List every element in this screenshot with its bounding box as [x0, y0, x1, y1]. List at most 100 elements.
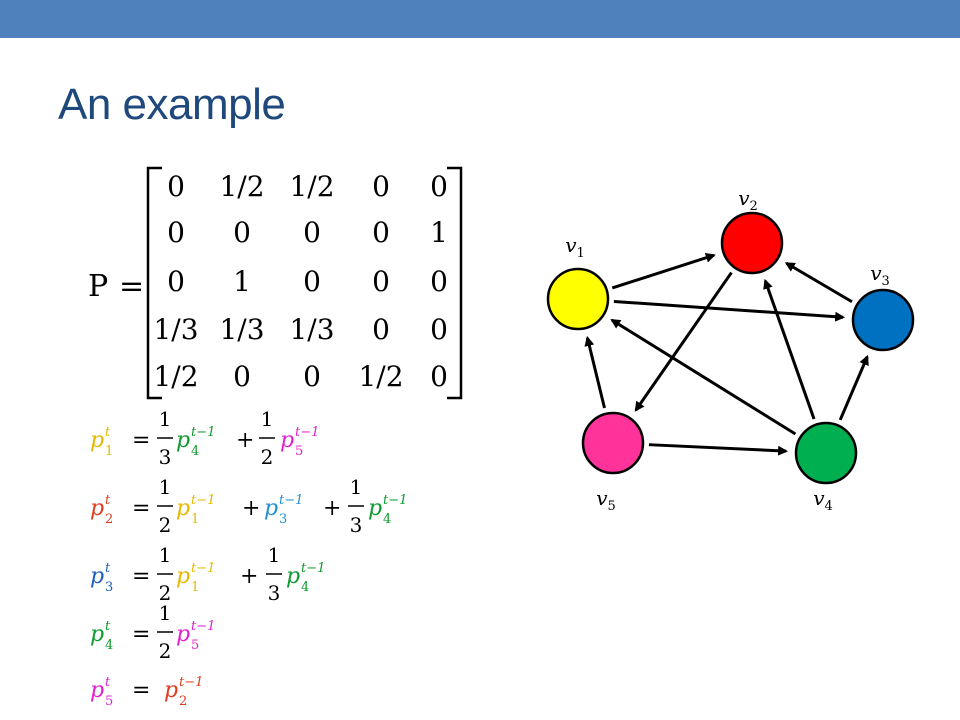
eq-sub: 4 — [383, 512, 391, 527]
eq-term: p — [368, 496, 382, 521]
eq-plus: + — [242, 496, 260, 521]
matrix-cell: 0 — [430, 265, 448, 298]
eq-term: p — [176, 496, 190, 521]
edge-v5-v1 — [584, 335, 606, 409]
matrix-lhs: P — [88, 269, 108, 304]
eq-sub: 5 — [191, 638, 199, 653]
node-v5 — [581, 411, 645, 475]
eq-sub: 3 — [279, 512, 287, 527]
equation-p3: p t 3 = 1 2 p t−1 1 + 1 3 p t−1 4 — [90, 543, 325, 605]
matrix-cell: 0 — [303, 265, 321, 298]
matrix-cell: 1/2 — [289, 170, 334, 203]
frac-num: 1 — [159, 407, 172, 431]
eq-sub: 2 — [179, 694, 187, 709]
matrix-cell: 0 — [372, 216, 390, 249]
node-label-v2: v2 — [738, 186, 758, 214]
frac-num: 1 — [261, 407, 274, 431]
matrix-cell: 1/3 — [153, 313, 198, 346]
matrix-cell: 1 — [430, 216, 448, 249]
matrix-cell: 0 — [372, 170, 390, 203]
frac-den: 2 — [261, 445, 274, 469]
eq-equals: = — [132, 678, 150, 703]
matrix-cell: 0 — [430, 313, 448, 346]
eq-sup: t−1 — [279, 493, 303, 508]
frac-den: 3 — [159, 445, 172, 469]
matrix-cell: 0 — [233, 360, 251, 393]
eq-sub: 1 — [191, 512, 199, 527]
node-v3 — [851, 288, 915, 352]
frac-num: 1 — [268, 543, 281, 567]
frac-num: 1 — [159, 601, 172, 625]
eq-plus: + — [323, 496, 341, 521]
eq-sup: t−1 — [179, 675, 203, 690]
frac-num: 1 — [350, 475, 363, 499]
matrix-cell: 0 — [430, 170, 448, 203]
edge-v1-v3 — [613, 299, 846, 322]
frac-den: 2 — [159, 639, 172, 663]
eq-sub: 3 — [105, 580, 113, 595]
frac-den: 2 — [159, 581, 172, 605]
equation-p4: p t 4 = 1 2 p t−1 5 — [90, 601, 215, 663]
matrix-cell: 1 — [233, 265, 251, 298]
eq-equals: = — [132, 428, 150, 453]
eq-term: p — [176, 564, 190, 589]
eq-plus: + — [240, 564, 258, 589]
eq-sup: t−1 — [191, 619, 215, 634]
node-label-v1: v1 — [565, 233, 585, 261]
eq-equals: = — [132, 564, 150, 589]
matrix-cell: 0 — [372, 313, 390, 346]
eq-sub: 5 — [105, 694, 113, 709]
graph-edges — [584, 252, 869, 456]
frac-den: 3 — [268, 581, 281, 605]
frac-num: 1 — [159, 475, 172, 499]
matrix-cell: 0 — [233, 216, 251, 249]
eq-sup: t — [105, 675, 111, 690]
eq-sub: 2 — [105, 512, 113, 527]
eq-sub: 1 — [105, 444, 113, 459]
eq-term: p — [90, 496, 104, 521]
eq-sup: t−1 — [301, 561, 325, 576]
matrix-cell: 0 — [167, 216, 185, 249]
eq-equals: = — [132, 622, 150, 647]
matrix-left-bracket — [146, 166, 162, 400]
matrix-right-bracket — [447, 166, 463, 400]
eq-plus: + — [236, 428, 254, 453]
matrix-cell: 1/3 — [289, 313, 334, 346]
eq-sub: 4 — [301, 580, 309, 595]
matrix-cell: 0 — [372, 265, 390, 298]
eq-sup: t−1 — [191, 561, 215, 576]
matrix-cell: 1/2 — [358, 360, 403, 393]
page-title: An example — [58, 80, 286, 129]
eq-sup: t−1 — [383, 493, 407, 508]
frac-num: 1 — [159, 543, 172, 567]
frac-den: 2 — [159, 513, 172, 537]
matrix-cell: 0 — [430, 360, 448, 393]
edge-v4-v1 — [610, 318, 797, 436]
eq-term: p — [90, 428, 104, 453]
eq-sup: t — [105, 425, 111, 440]
equation-p1: p t 1 = 1 3 p t−1 4 + 1 2 p t−1 5 — [90, 407, 319, 469]
eq-sub: 4 — [191, 444, 199, 459]
matrix-cell: 0 — [303, 216, 321, 249]
eq-term: p — [90, 622, 104, 647]
eq-sup: t — [105, 561, 111, 576]
eq-equals: = — [132, 496, 150, 521]
node-label-v4: v4 — [813, 486, 833, 514]
frac-den: 3 — [350, 513, 363, 537]
eq-sup: t−1 — [295, 425, 319, 440]
node-v1 — [546, 267, 610, 331]
eq-sup: t — [105, 493, 111, 508]
eq-term: p — [176, 622, 190, 647]
eq-term: p — [176, 428, 190, 453]
edge-v4-v2 — [763, 278, 816, 420]
matrix-equals: = — [119, 269, 144, 304]
equation-p2: p t 2 = 1 2 p t−1 1 + p t−1 3 + 1 3 p t−… — [90, 475, 407, 537]
edge-v5-v4 — [648, 443, 789, 456]
eq-term: p — [90, 678, 104, 703]
eq-sub: 1 — [191, 580, 199, 595]
matrix-cell: 0 — [303, 360, 321, 393]
eq-sub: 4 — [105, 638, 113, 653]
